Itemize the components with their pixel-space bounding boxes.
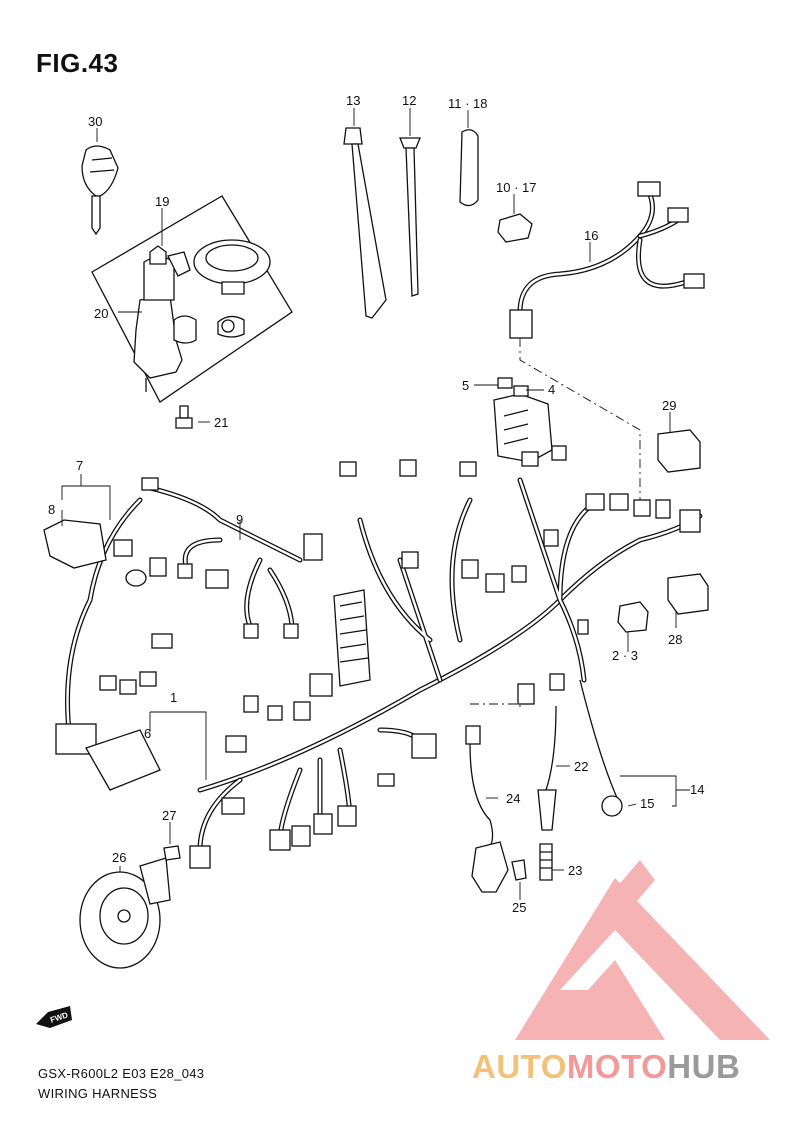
- fuse-box-part: [493, 377, 553, 463]
- left-harness-part: [43, 519, 173, 791]
- callout-24: 24: [506, 791, 520, 806]
- callout-26: 26: [112, 850, 126, 865]
- ignition-key-part: [81, 145, 119, 236]
- cable-clamp-12-part: [399, 137, 421, 297]
- callout-28: 28: [668, 632, 682, 647]
- section-name: WIRING HARNESS: [38, 1086, 158, 1101]
- callout-29: 29: [662, 398, 676, 413]
- callout-27: 27: [162, 808, 176, 823]
- callout-22: 22: [574, 759, 588, 774]
- callout-14: 14: [690, 782, 704, 797]
- callout-7: 7: [76, 458, 83, 473]
- watermark-logo-icon: [515, 860, 770, 1040]
- ignition-switch-set-part: [91, 195, 293, 403]
- callout-2-3: 2 · 3: [612, 648, 638, 663]
- callout-21: 21: [214, 415, 228, 430]
- watermark-text: AUTOMOTOHUB: [472, 1048, 740, 1086]
- figure-title: FIG.43: [36, 48, 119, 78]
- sub-harness-16-part: [509, 181, 705, 339]
- model-code: GSX-R600L2 E03 E28_043: [38, 1066, 205, 1081]
- callout-9: 9: [236, 512, 243, 527]
- callout-16: 16: [584, 228, 598, 243]
- callout-15: 15: [640, 796, 654, 811]
- fwd-arrow-icon: FWD: [36, 1006, 72, 1028]
- callout-20: 20: [94, 306, 108, 321]
- callout-23: 23: [568, 863, 582, 878]
- relay-28-part: [667, 573, 709, 615]
- relay-2-3-part: [617, 601, 649, 633]
- callout-11-18: 11 · 18: [448, 96, 488, 111]
- watermark-moto: MOTO: [566, 1048, 668, 1085]
- callout-8: 8: [48, 502, 55, 517]
- reference-line-16: [519, 338, 641, 500]
- bolt-27-part: [163, 845, 181, 861]
- main-harness-part: [65, 445, 703, 869]
- callout-19: 19: [155, 194, 169, 209]
- callout-30: 30: [88, 114, 102, 129]
- relay-29-part: [657, 429, 701, 473]
- horn-26-part: [79, 857, 171, 969]
- watermark-hub: HUB: [667, 1048, 741, 1085]
- cable-tie-13-part: [343, 127, 387, 319]
- clamp-11-18-part: [459, 129, 479, 207]
- leader-lines: [61, 108, 690, 900]
- callout-12: 12: [402, 93, 416, 108]
- callout-13: 13: [346, 93, 360, 108]
- sub-harness-9-part: [141, 477, 323, 639]
- callout-5: 5: [462, 378, 469, 393]
- callout-1: 1: [170, 690, 177, 705]
- watermark-auto: AUTO: [472, 1048, 567, 1085]
- bolt-21-part: [175, 405, 193, 429]
- callout-10-17: 10 · 17: [496, 180, 536, 195]
- callout-4: 4: [548, 382, 555, 397]
- sensor-wires-part: [465, 679, 623, 893]
- callout-6: 6: [144, 726, 151, 741]
- clamp-10-17-part: [497, 213, 533, 243]
- reference-line-24: [470, 703, 521, 710]
- callout-25: 25: [512, 900, 526, 915]
